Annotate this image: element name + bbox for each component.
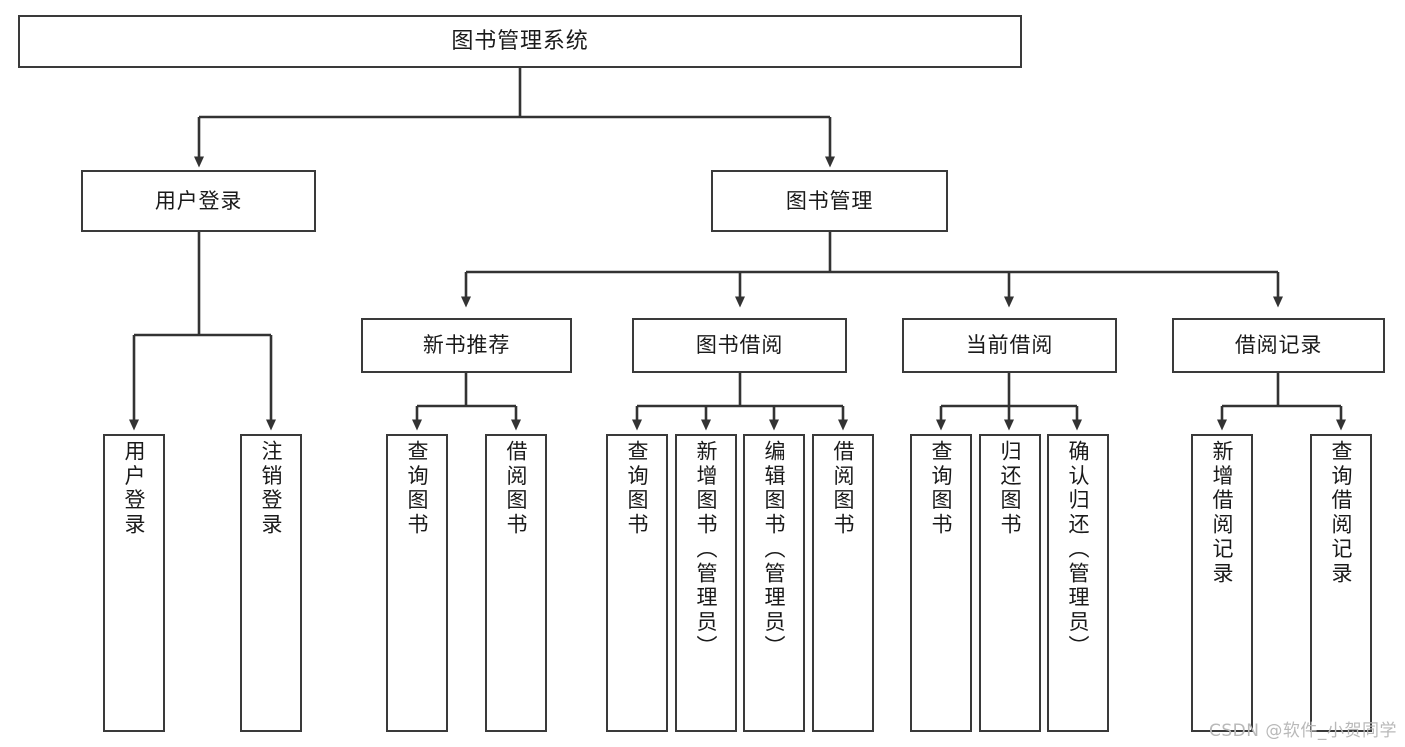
node-leaf-return-book-label: 归还图书 — [998, 440, 1023, 538]
node-leaf-user-logout-label: 注销登录 — [259, 440, 284, 538]
node-leaf-borrow-book-1[interactable]: 借阅图书 — [485, 434, 547, 732]
node-user-login[interactable]: 用户登录 — [81, 170, 316, 232]
node-leaf-add-record-label: 新增借阅记录 — [1210, 440, 1235, 587]
node-leaf-borrow-book-2[interactable]: 借阅图书 — [812, 434, 874, 732]
node-leaf-confirm-return[interactable]: 确认归还（管理员） — [1047, 434, 1109, 732]
node-leaf-query-book-2[interactable]: 查询图书 — [606, 434, 668, 732]
node-leaf-query-book-1[interactable]: 查询图书 — [386, 434, 448, 732]
node-root[interactable]: 图书管理系统 — [18, 15, 1022, 68]
node-book-management-label: 图书管理 — [785, 188, 874, 213]
node-leaf-add-book-label: 新增图书（管理员） — [694, 440, 719, 660]
node-borrow-record-label: 借阅记录 — [1234, 333, 1323, 358]
node-leaf-borrow-book-2-label: 借阅图书 — [831, 440, 856, 538]
node-leaf-query-book-1-label: 查询图书 — [405, 440, 430, 538]
node-borrow-record[interactable]: 借阅记录 — [1172, 318, 1385, 373]
node-current-borrow[interactable]: 当前借阅 — [902, 318, 1117, 373]
node-book-borrow-label: 图书借阅 — [695, 333, 784, 358]
node-leaf-user-login[interactable]: 用户登录 — [103, 434, 165, 732]
node-book-borrow[interactable]: 图书借阅 — [632, 318, 847, 373]
node-leaf-query-book-3-label: 查询图书 — [929, 440, 954, 538]
node-leaf-return-book[interactable]: 归还图书 — [979, 434, 1041, 732]
node-leaf-user-logout[interactable]: 注销登录 — [240, 434, 302, 732]
node-leaf-borrow-book-1-label: 借阅图书 — [504, 440, 529, 538]
node-leaf-query-record-label: 查询借阅记录 — [1329, 440, 1354, 587]
node-root-label: 图书管理系统 — [451, 28, 589, 54]
node-new-book-recommend[interactable]: 新书推荐 — [361, 318, 572, 373]
node-user-login-label: 用户登录 — [154, 188, 243, 213]
node-leaf-query-record[interactable]: 查询借阅记录 — [1310, 434, 1372, 732]
node-leaf-edit-book-label: 编辑图书（管理员） — [762, 440, 787, 660]
node-book-management[interactable]: 图书管理 — [711, 170, 948, 232]
node-leaf-add-record[interactable]: 新增借阅记录 — [1191, 434, 1253, 732]
node-leaf-query-book-3[interactable]: 查询图书 — [910, 434, 972, 732]
node-leaf-confirm-return-label: 确认归还（管理员） — [1066, 440, 1091, 660]
node-new-book-recommend-label: 新书推荐 — [422, 333, 511, 358]
node-leaf-add-book[interactable]: 新增图书（管理员） — [675, 434, 737, 732]
watermark: CSDN @软件_小贺同学 — [1208, 721, 1397, 741]
node-current-borrow-label: 当前借阅 — [965, 333, 1054, 358]
node-leaf-query-book-2-label: 查询图书 — [625, 440, 650, 538]
node-leaf-user-login-label: 用户登录 — [122, 440, 147, 538]
node-leaf-edit-book[interactable]: 编辑图书（管理员） — [743, 434, 805, 732]
